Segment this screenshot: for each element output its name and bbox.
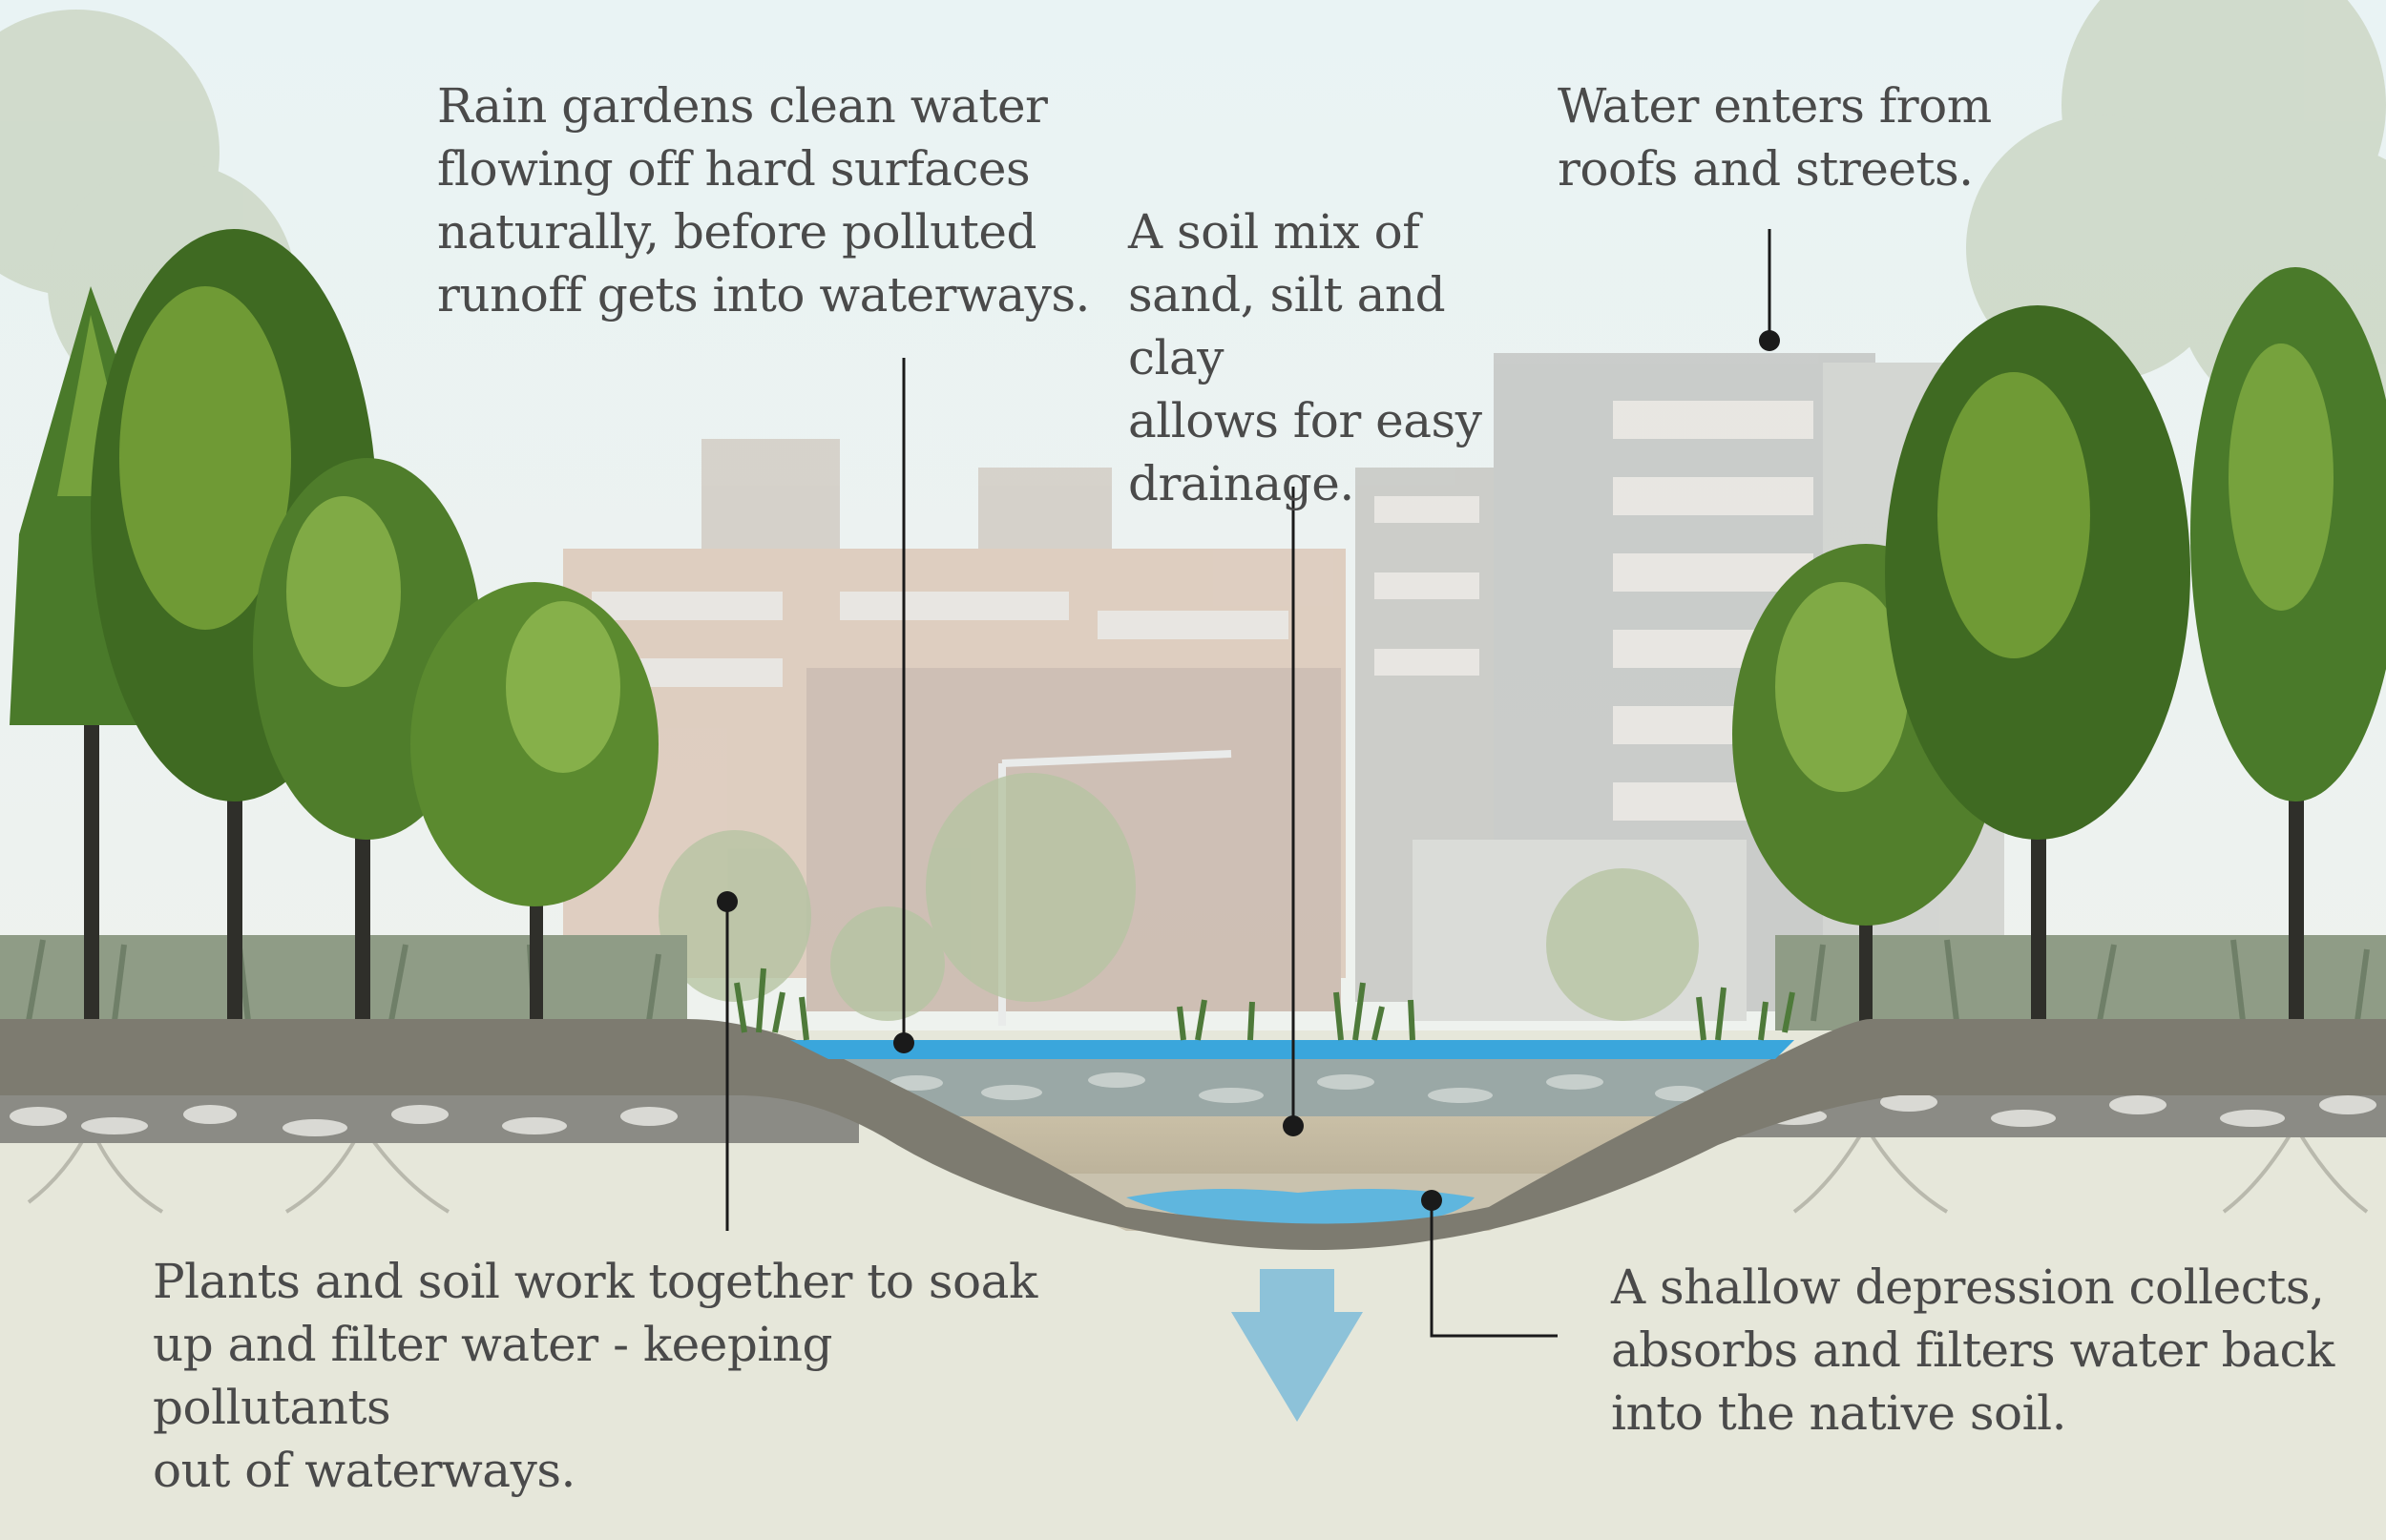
dot-rain-gardens [893, 1032, 914, 1053]
leader-depression [1430, 1200, 1558, 1338]
caption-rain-gardens: Rain gardens clean water flowing off har… [437, 78, 1090, 323]
soil-mix-layer [907, 1116, 1718, 1174]
stone-layer [830, 1059, 1785, 1116]
dot-depression [1421, 1190, 1442, 1211]
basin-reeds [734, 968, 1795, 1041]
leader-dots [717, 330, 1780, 1211]
caption-water-enters: Water enters from roofs and streets. [1558, 78, 1992, 197]
infiltration-arrow [1231, 1269, 1363, 1422]
caption-soil-mix: A soil mix of sand, silt and clay allows… [1128, 204, 1482, 511]
caption-shallow-depression: A shallow depression collects, absorbs a… [1611, 1259, 2334, 1441]
dot-water-enters [1759, 330, 1780, 351]
stone-pieces [890, 1072, 1705, 1103]
midground-shrubs [659, 773, 1699, 1021]
infiltration-water [1126, 1189, 1475, 1227]
right-trees [1732, 267, 2386, 1021]
left-trees [10, 229, 659, 1021]
dot-plants [717, 891, 738, 912]
ground-surface [0, 1019, 2386, 1250]
caption-plants-soil: Plants and soil work together to soak up… [153, 1254, 1037, 1498]
grass-strip [0, 935, 2386, 1030]
leader-lines [725, 229, 1771, 1338]
dot-soil-mix [1283, 1115, 1304, 1136]
